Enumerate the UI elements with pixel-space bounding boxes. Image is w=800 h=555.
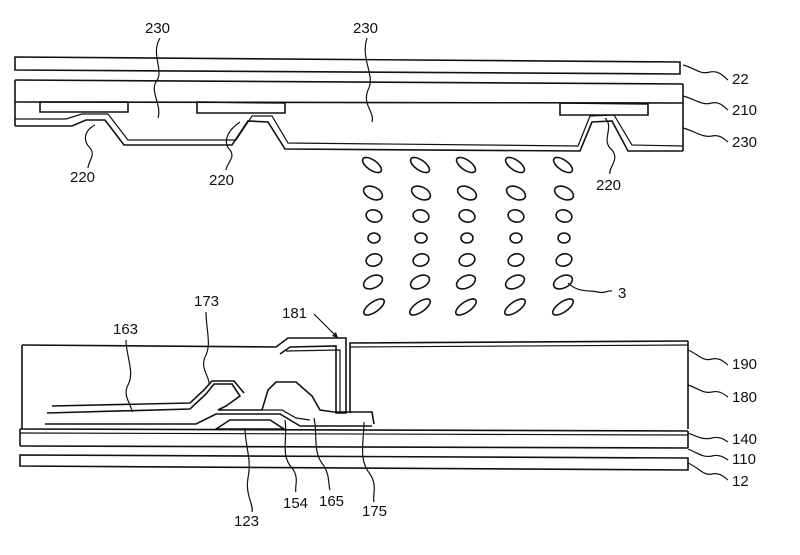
label-12: 12 <box>732 473 749 490</box>
gate-electrode-123 <box>216 420 284 429</box>
label-190: 190 <box>732 356 757 373</box>
label-230-b: 230 <box>353 20 378 37</box>
label-123: 123 <box>234 513 259 530</box>
label-220-a: 220 <box>70 169 95 186</box>
upper-substrate-22 <box>15 57 680 74</box>
lower-substrate-12 <box>20 455 688 470</box>
gate-insulator-140 <box>20 433 688 435</box>
reference-numerals: 230 230 22 210 230 220 220 220 3 173 163… <box>70 20 757 530</box>
label-220-c: 220 <box>596 177 621 194</box>
label-173: 173 <box>194 293 219 310</box>
label-3: 3 <box>618 285 626 302</box>
lower-layer-110 <box>20 429 688 448</box>
label-140: 140 <box>732 431 757 448</box>
label-230-c: 230 <box>732 134 757 151</box>
liquid-crystal-molecules-3 <box>360 155 576 318</box>
black-matrix-220 <box>40 102 648 115</box>
label-210: 210 <box>732 102 757 119</box>
overcoat-230 <box>15 114 683 151</box>
label-220-b: 220 <box>209 172 234 189</box>
label-230-a: 230 <box>145 20 170 37</box>
label-181: 181 <box>282 305 307 322</box>
label-180: 180 <box>732 389 757 406</box>
passivation-180 <box>22 338 688 429</box>
label-110: 110 <box>732 451 756 468</box>
label-165: 165 <box>319 493 344 510</box>
label-163: 163 <box>113 321 138 338</box>
label-175: 175 <box>362 503 387 520</box>
semiconductor-154 <box>45 414 372 426</box>
label-154: 154 <box>283 495 308 512</box>
leader-lines <box>85 38 728 512</box>
label-22: 22 <box>732 71 749 88</box>
